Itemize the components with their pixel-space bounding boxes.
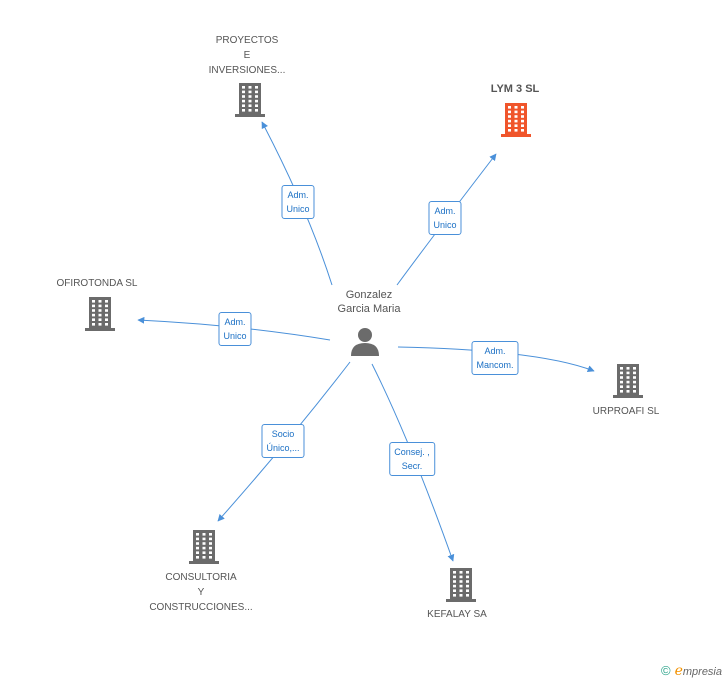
brand-name: mpresia bbox=[682, 666, 722, 678]
edge-label-consultoria[interactable]: Socio Único,... bbox=[261, 424, 305, 458]
company-label-lym3[interactable]: LYM 3 SL bbox=[490, 83, 540, 95]
company-label-proyectos[interactable]: PROYECTOS E INVERSIONES... bbox=[208, 35, 286, 76]
company-label-ofirotonda[interactable]: OFIROTONDA SL bbox=[56, 278, 138, 289]
building-icon-consultoria[interactable] bbox=[189, 530, 219, 564]
building-icon-urproafi[interactable] bbox=[613, 364, 643, 398]
company-label-kefalay[interactable]: KEFALAY SA bbox=[427, 609, 487, 620]
edge-label-ofirotonda[interactable]: Adm. Unico bbox=[218, 312, 252, 346]
building-icon-kefalay[interactable] bbox=[446, 568, 476, 602]
edge-label-proyectos[interactable]: Adm. Unico bbox=[281, 185, 315, 219]
copyright-icon: © bbox=[660, 663, 671, 678]
building-icon-lym3[interactable] bbox=[501, 103, 531, 137]
edge-label-urproafi[interactable]: Adm. Mancom. bbox=[471, 341, 519, 375]
person-name-label: Gonzalez Garcia Maria bbox=[337, 289, 401, 315]
person-icon[interactable] bbox=[351, 328, 379, 356]
company-label-urproafi[interactable]: URPROAFI SL bbox=[592, 406, 660, 417]
building-icon-proyectos[interactable] bbox=[235, 83, 265, 117]
edge-label-kefalay[interactable]: Consej. , Secr. bbox=[389, 442, 435, 476]
company-label-consultoria[interactable]: CONSULTORIA Y CONSTRUCCIONES... bbox=[149, 572, 253, 613]
edge-label-lym3[interactable]: Adm. Unico bbox=[428, 201, 462, 235]
building-icon-ofirotonda[interactable] bbox=[85, 297, 115, 331]
brand-logo-initial: e bbox=[674, 663, 683, 679]
copyright-footer: ©empresia bbox=[661, 663, 722, 679]
